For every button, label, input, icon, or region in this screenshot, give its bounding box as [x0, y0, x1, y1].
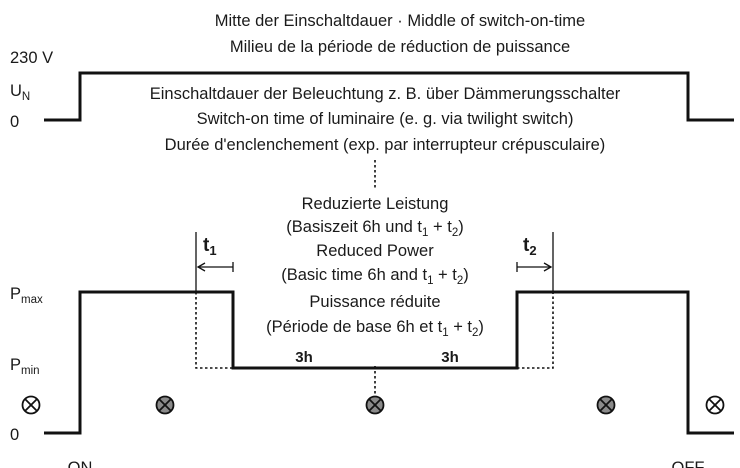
- segment-3h-right: 3h: [441, 349, 459, 366]
- lower-zero-label: 0: [10, 426, 19, 444]
- pmin-label: Pmin: [10, 356, 40, 377]
- pmax-label: Pmax: [10, 285, 43, 306]
- switch-on-waveform: [44, 71, 734, 122]
- t2-arrow-head: [543, 262, 553, 272]
- t1-dotted-extension: [195, 292, 233, 369]
- header-line-1: Mitte der Einschaltdauer · Middle of swi…: [215, 12, 585, 30]
- off-label: OFF: [672, 459, 705, 468]
- reduced-power-title-fr: Puissance réduite: [309, 293, 440, 311]
- reduced-power-detail-en: (Basic time 6h and t1 + t2): [281, 266, 469, 287]
- on-label: ON: [68, 459, 93, 468]
- switch-on-text-de: Einschaltdauer der Beleuchtung z. B. übe…: [150, 85, 621, 103]
- reduced-power-title-de: Reduzierte Leistung: [302, 195, 449, 213]
- segment-3h-left: 3h: [295, 349, 313, 366]
- switch-on-text-en: Switch-on time of luminaire (e. g. via t…: [197, 110, 574, 128]
- lamp-off-icon: [21, 395, 41, 415]
- upper-zero-label: 0: [10, 113, 19, 131]
- reduced-power-detail-fr: (Période de base 6h et t1 + t2): [266, 318, 484, 339]
- t1-label: t1: [203, 235, 217, 258]
- switch-on-text-fr: Durée d'enclenchement (exp. par interrup…: [165, 136, 606, 154]
- t2-dotted-extension: [517, 292, 554, 369]
- t2-label: t2: [523, 235, 537, 258]
- power-waveform: [44, 290, 734, 435]
- lamp-on-icon: [155, 395, 175, 415]
- voltage-label: 230 V: [10, 49, 53, 67]
- reduced-power-detail-de: (Basiszeit 6h und t1 + t2): [286, 218, 463, 239]
- reduced-power-title-en: Reduced Power: [316, 242, 434, 260]
- lamp-off-icon: [705, 395, 725, 415]
- lamp-on-icon: [365, 395, 385, 415]
- un-label: UN: [10, 82, 30, 103]
- t1-arrow-head: [196, 262, 206, 272]
- lamp-on-icon: [596, 395, 616, 415]
- header-line-2: Milieu de la période de réduction de pui…: [230, 38, 570, 56]
